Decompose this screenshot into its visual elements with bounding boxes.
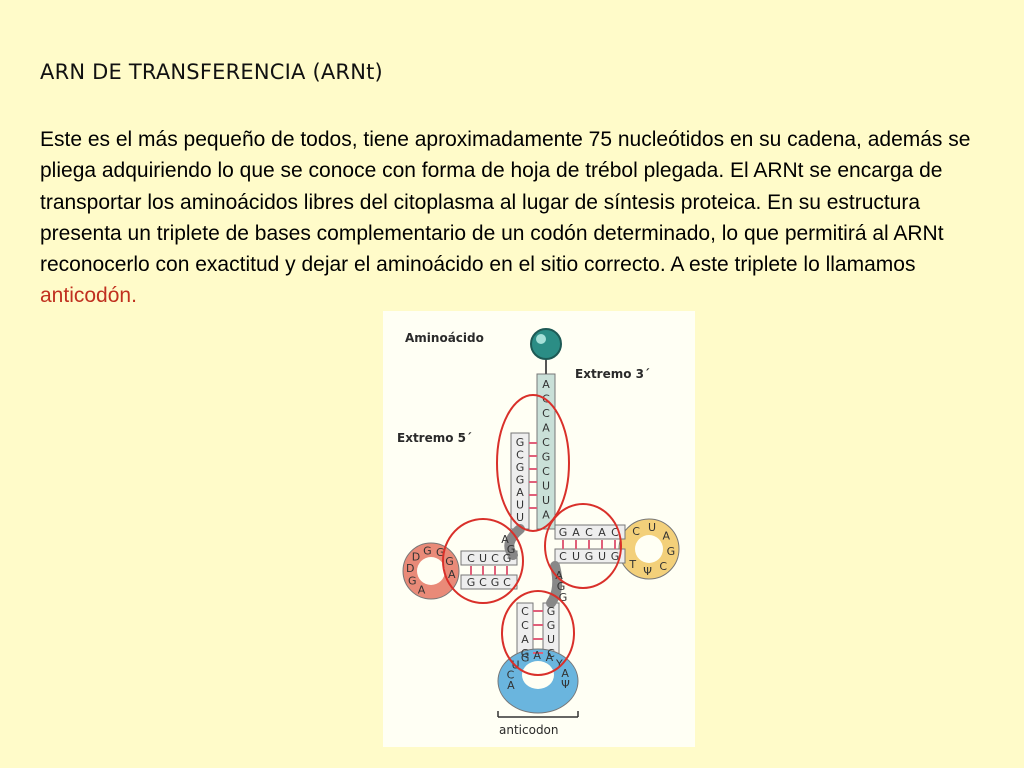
base-left-loop-4: G xyxy=(423,544,432,557)
circle-acceptor xyxy=(496,394,570,532)
base-right-bottom-0: C xyxy=(559,550,567,563)
base-acceptor-5-1: C xyxy=(516,449,524,462)
base-right-top-4: C xyxy=(611,526,619,539)
base-ac-left-2: A xyxy=(521,633,529,646)
base-ac-right-1: G xyxy=(547,619,556,632)
base-left-bottom-2: G xyxy=(491,576,500,589)
left-loop-hole xyxy=(417,557,445,585)
base-acceptor-5-0: G xyxy=(516,436,525,449)
base-right-bottom-2: G xyxy=(585,550,594,563)
connector-left xyxy=(504,524,525,560)
amino-acid-shine xyxy=(536,334,546,344)
base-left-top-1: U xyxy=(479,552,487,565)
slide-paragraph: Este es el más pequeño de todos, tiene a… xyxy=(40,124,980,312)
base-ac-loop-6: Y xyxy=(555,658,563,671)
circle-right-arm xyxy=(544,503,622,589)
base-right-loop-0: C xyxy=(632,525,640,538)
base-acceptor-3-6: C xyxy=(542,465,550,478)
base-connector-left-1: G xyxy=(507,543,516,556)
paragraph-text: Este es el más pequeño de todos, tiene a… xyxy=(40,128,971,277)
base-acceptor-5-6: U xyxy=(516,511,524,524)
base-pair-lines xyxy=(470,442,616,654)
base-left-top-3: G xyxy=(503,552,512,565)
base-ac-loop-4: A xyxy=(533,649,541,662)
right-loop-hole xyxy=(635,535,663,563)
base-right-top-2: C xyxy=(585,526,593,539)
base-connector-right-1: G xyxy=(557,580,566,593)
base-right-loop-4: C xyxy=(659,560,667,573)
base-right-loop-3: G xyxy=(667,545,676,558)
label-anticodon: anticodon xyxy=(499,723,559,737)
base-left-bottom-1: C xyxy=(479,576,487,589)
base-ac-right-3: C xyxy=(547,647,555,660)
base-connector-right-0: A xyxy=(555,569,563,582)
label-aminoacid: Aminoácido xyxy=(405,331,484,345)
base-left-loop-1: G xyxy=(408,575,417,588)
base-acceptor-5-3: G xyxy=(516,474,525,487)
base-ac-left-1: C xyxy=(521,619,529,632)
base-right-top-0: G xyxy=(559,526,568,539)
base-acceptor-3-9: A xyxy=(542,509,550,522)
connector-right xyxy=(546,561,563,608)
highlighted-term: anticodón. xyxy=(40,284,137,308)
base-left-loop-2: D xyxy=(406,562,414,575)
base-acceptor-3-2: C xyxy=(542,407,550,420)
base-acceptor-5-5: U xyxy=(516,499,524,512)
circle-anticodon-arm xyxy=(501,590,575,676)
base-left-loop-7: A xyxy=(448,568,456,581)
base-right-bottom-1: U xyxy=(572,550,580,563)
base-acceptor-3-8: U xyxy=(542,494,550,507)
base-ac-left-3: G xyxy=(521,647,530,660)
base-ac-loop-3: G xyxy=(521,652,530,665)
slide-title: ARN DE TRANSFERENCIA (ARNt) xyxy=(40,60,383,84)
base-acceptor-3-7: U xyxy=(542,480,550,493)
base-acceptor-3-3: A xyxy=(542,422,550,435)
base-right-loop-2: A xyxy=(663,529,671,542)
label-extremo-3: Extremo 3´ xyxy=(575,367,651,381)
base-left-top-0: C xyxy=(467,552,475,565)
base-right-bottom-4: G xyxy=(611,550,620,563)
base-left-loop-6: G xyxy=(445,555,454,568)
base-acceptor-3-5: G xyxy=(542,451,551,464)
base-ac-loop-0: A xyxy=(507,679,515,692)
base-ac-right-2: U xyxy=(547,633,555,646)
base-ac-loop-5: A xyxy=(546,651,554,664)
base-left-loop-3: D xyxy=(412,550,420,563)
circle-left-arm xyxy=(442,518,524,604)
base-ac-loop-1: C xyxy=(507,668,515,681)
base-right-loop-1: U xyxy=(648,521,656,534)
base-acceptor-3-4: C xyxy=(542,436,550,449)
base-acceptor-5-4: A xyxy=(516,486,524,499)
base-left-loop-0: A xyxy=(418,584,426,597)
base-left-loop-5: G xyxy=(436,546,445,559)
base-right-loop-6: T xyxy=(628,558,636,571)
base-right-top-3: A xyxy=(598,526,606,539)
base-ac-loop-8: Ψ xyxy=(561,678,570,691)
base-connector-left-0: A xyxy=(501,533,509,546)
base-left-top-2: C xyxy=(491,552,499,565)
base-ac-left-0: C xyxy=(521,605,529,618)
right-stem-top xyxy=(554,524,626,540)
base-right-bottom-3: U xyxy=(598,550,606,563)
base-left-bottom-3: C xyxy=(503,576,511,589)
base-acceptor-3-0: A xyxy=(542,378,550,391)
base-left-bottom-0: G xyxy=(467,576,476,589)
base-right-top-1: A xyxy=(572,526,580,539)
label-extremo-5: Extremo 5´ xyxy=(397,431,473,445)
base-ac-loop-7: A xyxy=(561,667,569,680)
amino-acid-ball xyxy=(530,328,562,360)
base-connector-right-2: G xyxy=(559,591,568,604)
base-ac-right-0: G xyxy=(547,605,556,618)
base-acceptor-5-2: G xyxy=(516,461,525,474)
base-right-loop-5: Ψ xyxy=(643,565,652,578)
